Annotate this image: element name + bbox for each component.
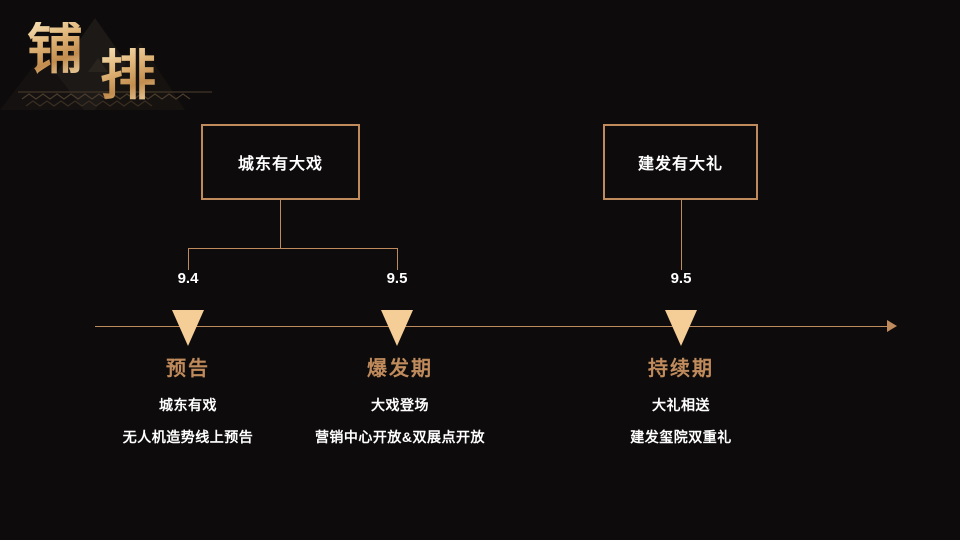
timeline-marker-2 [381, 310, 413, 346]
phase-line-2-2: 营销中心开放&双展点开放 [314, 428, 486, 445]
connector-box-a-bracket [188, 248, 398, 249]
tick-label-3: 9.5 [670, 270, 692, 287]
tick-label-2: 9.5 [386, 270, 408, 287]
timeline-marker-1 [172, 310, 204, 346]
phase-column-2: 爆发期 大戏登场 营销中心开放&双展点开放 [293, 357, 507, 448]
phase-line-1-2: 无人机造势线上预告 [122, 428, 254, 445]
timeline-marker-3 [665, 310, 697, 346]
connector-box-b-stem [681, 200, 682, 270]
phase-line-1-1: 城东有戏 [159, 397, 217, 413]
phase-heading-3: 持续期 [648, 358, 714, 380]
title-char-2: 排 [100, 43, 156, 108]
phase-column-3: 持续期 大礼相送 建发玺院双重礼 [581, 357, 781, 448]
connector-tick-1-stem [188, 248, 189, 270]
connector-tick-2-stem [397, 248, 398, 270]
phase-line-3-2: 建发玺院双重礼 [630, 428, 732, 445]
phase-heading-2: 爆发期 [367, 358, 433, 380]
phase-box-jianfa-gift[interactable]: 建发有大礼 [603, 124, 758, 200]
timeline-arrow-icon [887, 320, 897, 332]
timeline-axis [95, 326, 895, 327]
phase-box-city-east[interactable]: 城东有大戏 [201, 124, 360, 200]
phase-line-3-1: 大礼相送 [652, 397, 710, 413]
tick-label-1: 9.4 [177, 270, 199, 287]
phase-column-1: 预告 城东有戏 无人机造势线上预告 [88, 357, 288, 448]
slide-title-block: 铺 排 [0, 0, 230, 115]
connector-box-a-stem [280, 200, 281, 248]
title-char-1: 铺 [27, 17, 83, 82]
phase-line-2-1: 大戏登场 [371, 397, 429, 413]
phase-heading-1: 预告 [166, 358, 210, 380]
